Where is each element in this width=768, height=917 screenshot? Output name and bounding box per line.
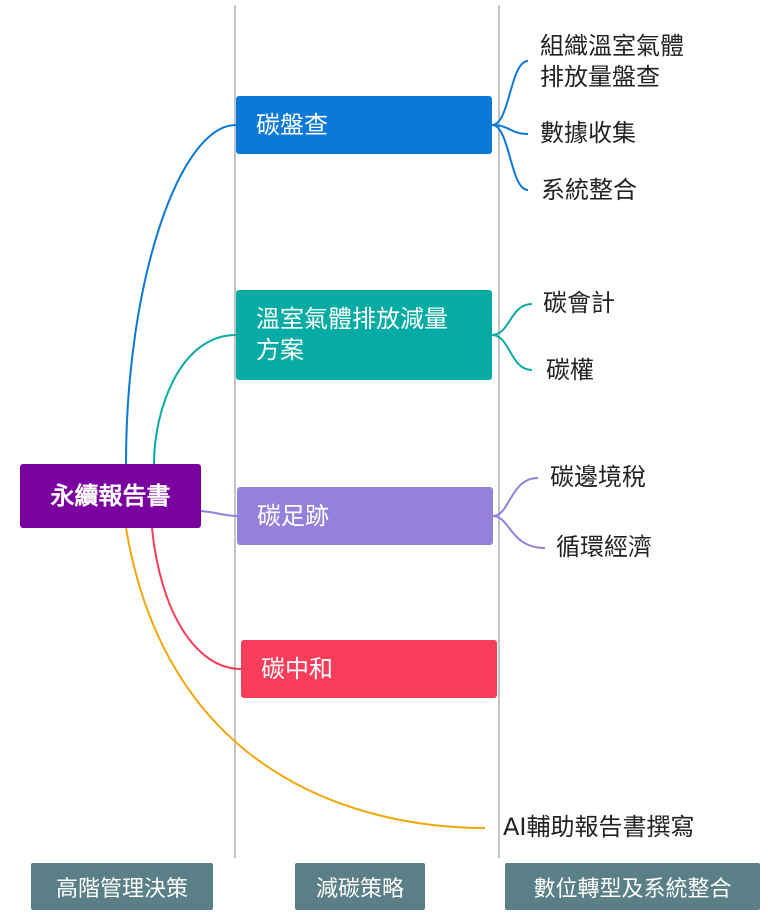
branch-label: 碳盤查	[256, 111, 328, 139]
leaf-carbon-border-tax[interactable]: 碳邊境稅	[550, 463, 646, 491]
column-label-strategy: 減碳策略	[295, 863, 425, 910]
connector-inventory-leaf-3	[491, 124, 529, 191]
branch-carbon-inventory[interactable]: 碳盤查	[236, 96, 492, 154]
connector-root-emission-reduction	[153, 334, 237, 465]
leaf-data-collection[interactable]: 數據收集	[540, 119, 636, 147]
leaf-carbon-accounting[interactable]: 碳會計	[543, 289, 615, 317]
leaf-ai-report-writing[interactable]: AI輔助報告書撰寫	[503, 813, 695, 841]
connector-reduction-leaf-2	[491, 334, 533, 371]
branch-carbon-neutral[interactable]: 碳中和	[241, 640, 497, 698]
leaf-carbon-credit[interactable]: 碳權	[546, 356, 594, 384]
column-label-text: 減碳策略	[315, 876, 404, 902]
branch-label: 碳中和	[261, 655, 333, 683]
leaf-system-integration[interactable]: 系統整合	[541, 176, 637, 204]
column-label-text: 高階管理決策	[55, 876, 188, 902]
connector-root-carbon-footprint	[200, 510, 238, 517]
column-label-text: 數位轉型及系統整合	[533, 876, 732, 902]
branch-label: 溫室氣體排放減量 方案	[256, 305, 448, 364]
connector-footprint-leaf-2	[492, 515, 546, 549]
connector-root-ai-report	[125, 527, 486, 829]
connector-inventory-leaf-1	[491, 60, 529, 126]
leaf-ghg-inventory[interactable]: 組織溫室氣體 排放量盤查	[540, 32, 684, 91]
column-label-management: 高階管理決策	[31, 863, 213, 910]
root-node[interactable]: 永續報告書	[20, 464, 201, 528]
connector-root-carbon-neutral	[151, 527, 242, 670]
leaf-circular-economy[interactable]: 循環經濟	[556, 533, 652, 561]
connector-reduction-leaf-1	[491, 303, 533, 336]
branch-carbon-footprint[interactable]: 碳足跡	[237, 487, 493, 545]
branch-label: 碳足跡	[257, 502, 329, 530]
branch-emission-reduction[interactable]: 溫室氣體排放減量 方案	[236, 290, 492, 380]
root-node-label: 永續報告書	[50, 482, 171, 510]
connector-root-carbon-inventory	[125, 124, 237, 465]
connector-footprint-leaf-1	[492, 477, 539, 517]
column-label-digital: 數位轉型及系統整合	[505, 863, 760, 910]
